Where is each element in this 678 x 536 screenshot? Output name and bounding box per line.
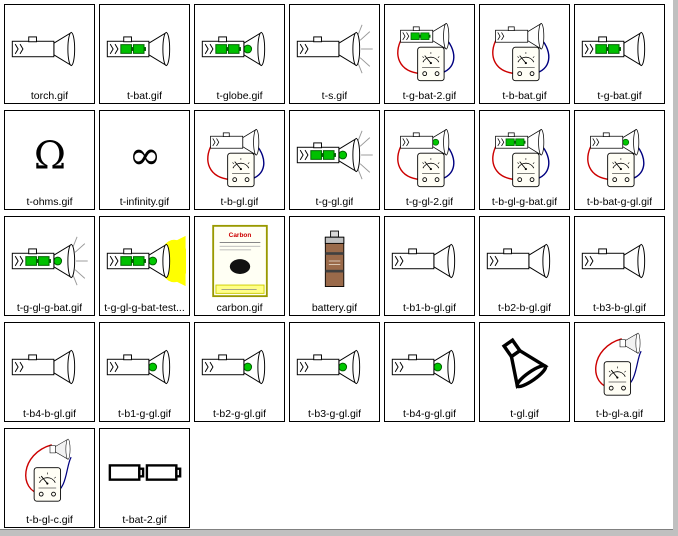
file-name-label: t-b-bat-g-gl.gif — [586, 196, 653, 208]
svg-text:Carbon: Carbon — [228, 231, 251, 238]
file-thumbnail[interactable]: t-b-gl.gif — [194, 110, 285, 210]
file-name-label: t-b-gl-a.gif — [595, 408, 644, 420]
torch-globe-icon — [101, 325, 188, 408]
file-thumbnail[interactable]: t-b-gl-c.gif — [4, 428, 95, 528]
file-name-label: t-s.gif — [321, 90, 348, 102]
file-name-label: t-g-bat.gif — [597, 90, 642, 102]
torch-batteries-icon — [576, 7, 663, 90]
file-thumbnail[interactable]: Ω t-ohms.gif — [4, 110, 95, 210]
file-name-label: torch.gif — [30, 90, 69, 102]
torch-batteries-globe-rays-icon — [6, 219, 93, 302]
carbon-document-icon: Carbon — [196, 219, 283, 302]
svg-text:Ω: Ω — [33, 133, 65, 178]
torch-globe-icon — [386, 325, 473, 408]
battery-cell-icon — [291, 219, 378, 302]
file-name-label: carbon.gif — [216, 302, 263, 314]
file-name-label: t-b2-b-gl.gif — [497, 302, 552, 314]
file-thumbnail[interactable]: t-b-bat.gif — [479, 4, 570, 104]
file-name-label: t-infinity.gif — [119, 196, 170, 208]
ohms-symbol-icon: Ω — [6, 113, 93, 196]
file-name-label: t-b-bat.gif — [502, 90, 547, 102]
file-name-label: t-gl.gif — [510, 408, 539, 420]
torch-globe-icon — [291, 325, 378, 408]
file-thumbnail[interactable]: t-g-gl.gif — [289, 110, 380, 210]
torch-batteries-globe-rays-icon — [291, 113, 378, 196]
file-thumbnail[interactable]: t-bat-2.gif — [99, 428, 190, 528]
file-thumbnail[interactable]: t-g-bat.gif — [574, 4, 665, 104]
file-thumbnail[interactable]: t-gl.gif — [479, 322, 570, 422]
file-thumbnail[interactable]: t-b-bat-g-gl.gif — [574, 110, 665, 210]
file-name-label: t-b4-b-gl.gif — [22, 408, 77, 420]
torch-meter-icon — [196, 113, 283, 196]
file-thumbnail[interactable]: t-b2-g-gl.gif — [194, 322, 285, 422]
torch-batteries-globe-icon — [196, 7, 283, 90]
file-thumbnail[interactable]: t-b-gl-g-bat.gif — [479, 110, 570, 210]
file-thumbnail[interactable]: ∞ t-infinity.gif — [99, 110, 190, 210]
file-thumbnail[interactable]: t-g-gl-g-bat-test... — [99, 216, 190, 316]
torch-globe-meter-icon — [576, 113, 663, 196]
infinity-symbol-icon: ∞ — [101, 113, 188, 196]
file-thumbnail[interactable]: t-g-bat-2.gif — [384, 4, 475, 104]
torch-icon — [386, 219, 473, 302]
file-thumbnail[interactable]: t-b2-b-gl.gif — [479, 216, 570, 316]
meter-circuit-icon — [576, 325, 663, 408]
file-name-label: t-g-gl-g-bat-test... — [104, 302, 185, 314]
torch-beam-icon — [101, 219, 188, 302]
file-thumbnail[interactable]: t-b-gl-a.gif — [574, 322, 665, 422]
file-thumbnail[interactable]: Carbon carbon.gif — [194, 216, 285, 316]
torch-rays-icon — [291, 7, 378, 90]
file-thumbnail[interactable]: t-b4-b-gl.gif — [4, 322, 95, 422]
file-name-label: t-b-gl-g-bat.gif — [491, 196, 558, 208]
torch-icon — [576, 219, 663, 302]
file-name-label: t-g-gl-g-bat.gif — [16, 302, 83, 314]
file-thumbnail[interactable]: t-b1-b-gl.gif — [384, 216, 475, 316]
torch-meter-icon — [481, 7, 568, 90]
file-thumbnail[interactable]: t-b1-g-gl.gif — [99, 322, 190, 422]
battery-cells-outline-icon — [101, 431, 188, 514]
globe-reflector-icon — [481, 325, 568, 408]
file-thumbnail[interactable]: t-b3-g-gl.gif — [289, 322, 380, 422]
meter-circuit-icon — [6, 431, 93, 514]
file-thumbnail[interactable]: t-b4-g-gl.gif — [384, 322, 475, 422]
file-name-label: t-g-bat-2.gif — [402, 90, 457, 102]
file-name-label: t-b2-g-gl.gif — [212, 408, 267, 420]
torch-batteries-meter-icon — [481, 113, 568, 196]
file-thumbnail[interactable]: t-g-gl-2.gif — [384, 110, 475, 210]
file-name-label: t-bat.gif — [126, 90, 163, 102]
file-name-label: t-bat-2.gif — [122, 514, 167, 526]
file-thumbnail[interactable]: t-g-gl-g-bat.gif — [4, 216, 95, 316]
torch-icon — [6, 325, 93, 408]
file-name-label: t-b4-g-gl.gif — [402, 408, 457, 420]
svg-text:∞: ∞ — [128, 133, 160, 178]
file-name-label: battery.gif — [311, 302, 358, 314]
torch-icon — [6, 7, 93, 90]
file-thumbnail[interactable]: battery.gif — [289, 216, 380, 316]
file-thumbnail[interactable]: t-bat.gif — [99, 4, 190, 104]
torch-globe-icon — [196, 325, 283, 408]
file-name-label: t-b1-g-gl.gif — [117, 408, 172, 420]
torch-batteries-icon — [101, 7, 188, 90]
torch-batteries-meter-icon — [386, 7, 473, 90]
file-name-label: t-b3-b-gl.gif — [592, 302, 647, 314]
file-thumbnail[interactable]: t-s.gif — [289, 4, 380, 104]
file-name-label: t-b1-b-gl.gif — [402, 302, 457, 314]
file-name-label: t-g-gl.gif — [315, 196, 354, 208]
file-name-label: t-b3-g-gl.gif — [307, 408, 362, 420]
file-name-label: t-b-gl.gif — [220, 196, 259, 208]
torch-icon — [481, 219, 568, 302]
file-name-label: t-ohms.gif — [26, 196, 73, 208]
file-name-label: t-globe.gif — [216, 90, 263, 102]
file-name-label: t-g-gl-2.gif — [405, 196, 454, 208]
file-thumbnail[interactable]: t-globe.gif — [194, 4, 285, 104]
file-name-label: t-b-gl-c.gif — [26, 514, 73, 526]
torch-globe-meter-icon — [386, 113, 473, 196]
file-thumbnail[interactable]: t-b3-b-gl.gif — [574, 216, 665, 316]
file-thumbnail[interactable]: torch.gif — [4, 4, 95, 104]
